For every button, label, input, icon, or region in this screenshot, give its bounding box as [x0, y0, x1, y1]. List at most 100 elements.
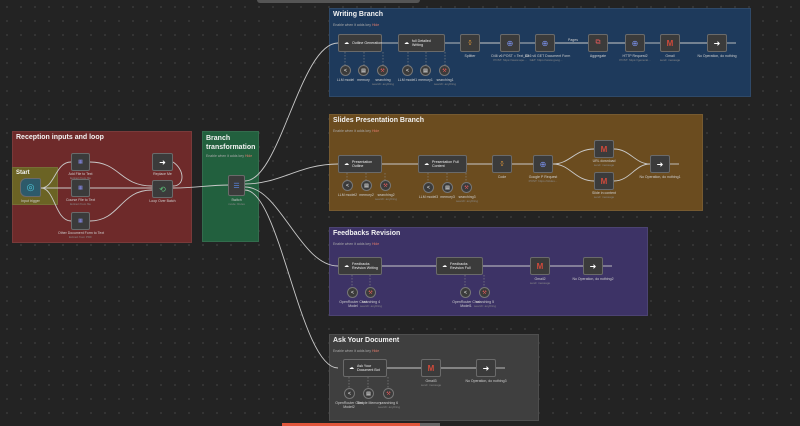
tool-icon: ⚒	[380, 67, 385, 74]
node-label-text: searching 5	[475, 300, 495, 304]
llm-model1-node[interactable]: <	[402, 65, 413, 76]
simple-memory-node[interactable]: ▤	[363, 388, 374, 399]
openrouter-chat-model-node[interactable]: <	[347, 287, 358, 298]
searching4-node[interactable]: ⚒	[365, 287, 376, 298]
gmail3-node[interactable]: M	[421, 359, 441, 377]
no-operation-node[interactable]: ➜	[707, 34, 727, 52]
globe-icon: ⊕	[506, 38, 514, 48]
input-trigger-node[interactable]: ◎	[20, 178, 41, 197]
code-node[interactable]: {}	[492, 155, 512, 173]
gmail2-node[interactable]: M	[530, 257, 550, 275]
node-label: LLM model	[336, 78, 355, 82]
memory1-node[interactable]: ▤	[420, 65, 431, 76]
group-sub-link[interactable]: Hide	[371, 242, 380, 246]
group-writing-branch[interactable]: Writing Branch Enable when it adds key H…	[329, 8, 751, 97]
feedbacks-revision-full-node[interactable]: ☁Feedbacks Revision Full	[436, 257, 483, 275]
searching2-node[interactable]: ⚒	[380, 180, 391, 191]
url-download-node[interactable]: M	[594, 140, 614, 158]
node-sublabel: search: anything	[377, 405, 400, 409]
llm-model2-node[interactable]: <	[342, 180, 353, 191]
node-label-text: Slide in content	[592, 191, 616, 195]
slide-in-content-node[interactable]: M	[594, 172, 614, 190]
other-document-node[interactable]: ▦	[71, 212, 90, 230]
node-label-text: Feedbacks Revision Full	[450, 262, 471, 270]
wire	[40, 187, 72, 222]
tool-icon: ⚒	[368, 289, 373, 296]
node-sublabel: send: message	[420, 383, 442, 387]
loop-icon: ⟲	[159, 184, 166, 194]
openrouter-chat-model2-node[interactable]: <	[344, 388, 355, 399]
replace-me-node[interactable]: ➜	[152, 153, 173, 171]
no-operation3-node[interactable]: ➜	[476, 359, 496, 377]
tool-icon: ⚒	[464, 184, 469, 191]
ask-your-document-node[interactable]: ☁Ask Your Document Bot	[343, 359, 387, 377]
group-sub-link[interactable]: Hide	[371, 349, 380, 353]
group-sub-link[interactable]: Hide	[244, 154, 253, 158]
model-icon: <	[427, 184, 430, 191]
loop-over-batch-node[interactable]: ⟲	[152, 180, 173, 198]
wire	[344, 52, 384, 66]
wire	[244, 42, 339, 182]
group-start[interactable]: Start	[12, 167, 58, 205]
memory-icon: ▤	[361, 67, 366, 74]
presentation-full-content-node[interactable]: ☁Presentation Full Content	[418, 155, 467, 173]
node-label-text: searching 6	[379, 401, 399, 405]
searching1-node[interactable]: ⚒	[439, 65, 450, 76]
node-label-text: Gmail	[665, 54, 675, 58]
group-sub-link[interactable]: Hide	[371, 23, 380, 27]
group-sub-link[interactable]: Hide	[371, 129, 380, 133]
splitter-node[interactable]: {}	[460, 34, 480, 52]
llm-model3-node[interactable]: <	[423, 182, 434, 193]
node-label-text: Outline Generation	[352, 41, 383, 45]
switch-node[interactable]: ☰	[228, 175, 245, 196]
node-label: OpenRouter Chat Model1	[452, 300, 480, 308]
memory2-node[interactable]: ▤	[361, 180, 372, 191]
http-request-node[interactable]: ⊕	[625, 34, 645, 52]
openrouter-chat-model1-node[interactable]: <	[460, 287, 471, 298]
node-sublabel: mode: Rules	[228, 202, 245, 206]
node-label-text: Presentation Outline	[352, 160, 373, 168]
model-icon: <	[346, 182, 349, 189]
aggregate-node[interactable]: ⧉	[588, 34, 608, 52]
node-sublabel: search: anything	[359, 304, 382, 308]
searching6-node[interactable]: ⚒	[383, 388, 394, 399]
memory3-node[interactable]: ▤	[442, 182, 453, 193]
gmail-node[interactable]: M	[660, 34, 680, 52]
feedbacks-revision-writing-node[interactable]: ☁Feedbacks Revision Writing	[338, 257, 382, 275]
no-operation2-node[interactable]: ➜	[583, 257, 603, 275]
llm-model-node[interactable]: <	[340, 65, 351, 76]
get-document-node[interactable]: ⊕	[535, 34, 555, 52]
searching3-node[interactable]: ⚒	[461, 182, 472, 193]
outline-generation-node[interactable]: ☁Outline Generation	[338, 34, 382, 52]
presentation-outline-node[interactable]: ☁Presentation Outline	[338, 155, 382, 173]
node-sublabel: Extract from PDF	[68, 235, 92, 239]
group-sub-text: Enable when it adds key	[206, 154, 244, 158]
globe-icon: ⊕	[631, 38, 639, 48]
searching-node[interactable]: ⚒	[377, 65, 388, 76]
node-label-text: Feedbacks Revision Writing	[352, 262, 378, 270]
group-slides-branch[interactable]: Slides Presentation Branch Enable when i…	[329, 114, 703, 211]
node-sublabel: search: anything	[473, 304, 496, 308]
searching5-node[interactable]: ⚒	[479, 287, 490, 298]
tool-icon: ⚒	[482, 289, 487, 296]
google-request-node[interactable]: ⊕	[533, 155, 553, 173]
node-label-text: searching	[375, 78, 391, 82]
add-file-node[interactable]: ▦	[71, 153, 90, 171]
arrow-right-icon: ➜	[656, 159, 664, 169]
node-sublabel: GET: https://www.goog...	[529, 58, 563, 62]
node-sublabel: Extract from file	[70, 202, 91, 206]
post-request-node[interactable]: ⊕	[500, 34, 520, 52]
wire	[244, 163, 339, 185]
extract-icon: ▦	[78, 218, 83, 224]
no-operation1-node[interactable]: ➜	[650, 155, 670, 173]
full-detailed-writing-node[interactable]: ☁full Detailed Writing	[398, 34, 445, 52]
memory-node[interactable]: ▤	[358, 65, 369, 76]
course-file-node[interactable]: ▦	[71, 179, 90, 197]
group-ask-your-document[interactable]: Ask Your Document Enable when it adds ke…	[329, 334, 539, 421]
node-label: memory2	[359, 193, 374, 197]
